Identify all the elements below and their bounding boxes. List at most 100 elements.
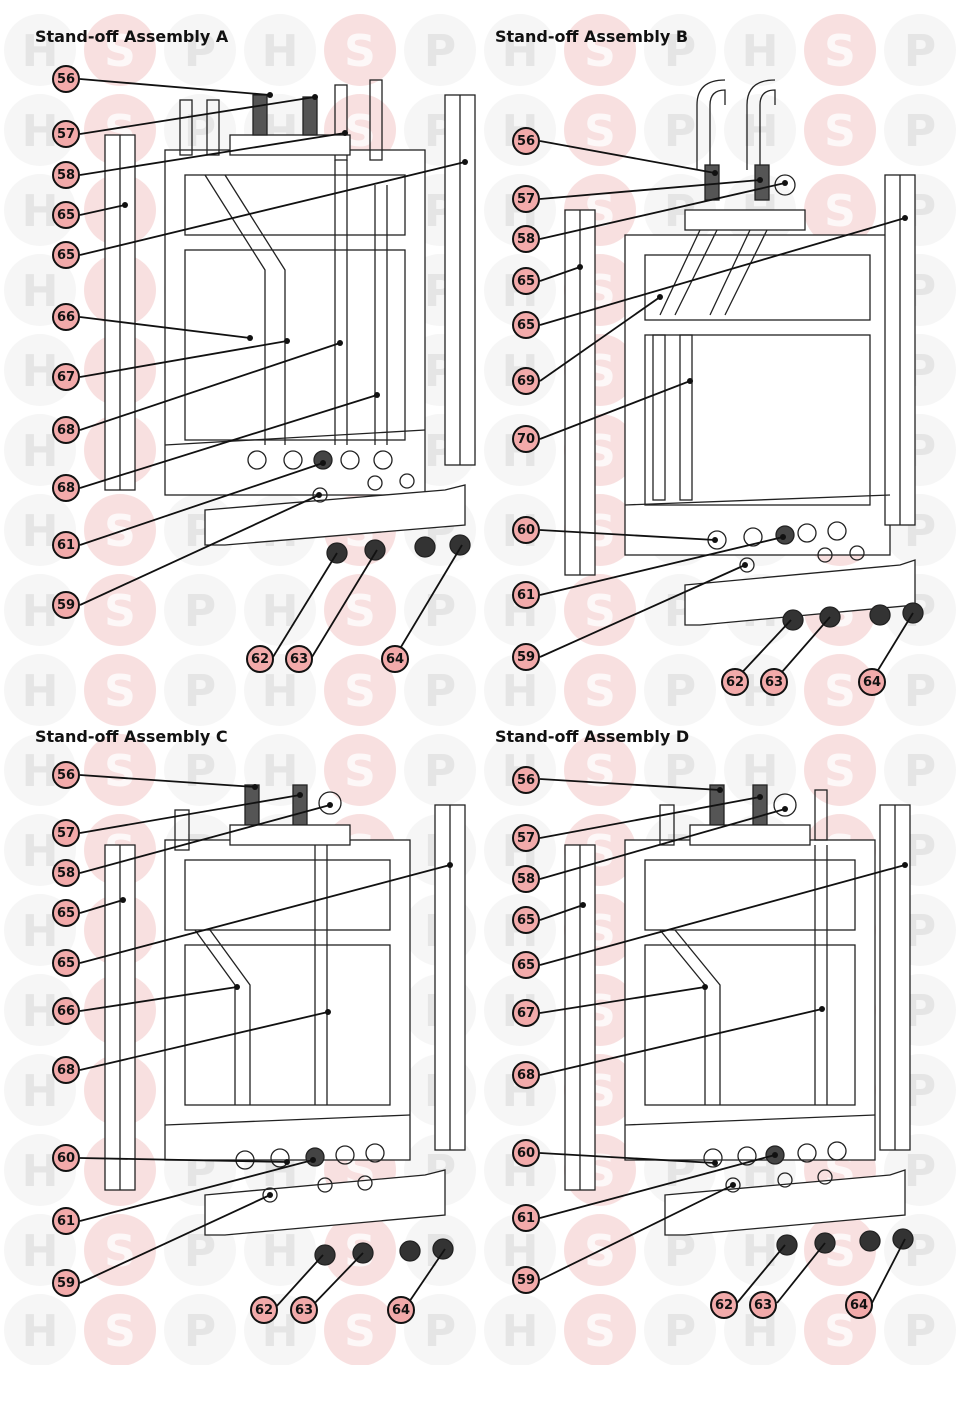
callout: 69 (512, 367, 540, 395)
callout: 68 (52, 474, 80, 502)
watermark-mark: P (404, 14, 476, 86)
svg-text:H: H (22, 666, 59, 717)
watermark-mark: S (564, 1214, 636, 1286)
panel-assembly-b: Stand-off Assembly B (485, 25, 945, 705)
svg-text:P: P (904, 746, 936, 797)
svg-text:P: P (184, 666, 216, 717)
svg-text:P: P (904, 106, 936, 157)
svg-text:P: P (664, 666, 696, 717)
callout: 57 (512, 824, 540, 852)
svg-text:H: H (22, 1306, 59, 1357)
svg-text:H: H (262, 1226, 299, 1277)
watermark-mark: S (804, 174, 876, 246)
svg-text:P: P (184, 26, 216, 77)
svg-text:H: H (742, 26, 779, 77)
watermark-mark: S (324, 654, 396, 726)
panel-assembly-d: Stand-off Assembly D (485, 725, 945, 1405)
svg-text:S: S (584, 1226, 616, 1277)
watermark-mark: P (164, 1294, 236, 1365)
svg-text:S: S (344, 666, 376, 717)
watermark-mark: S (804, 94, 876, 166)
callout: 59 (52, 1269, 80, 1297)
callout: 62 (721, 668, 749, 696)
svg-text:H: H (262, 26, 299, 77)
watermark-mark: S (324, 574, 396, 646)
callout: 68 (52, 416, 80, 444)
watermark-mark: H (484, 14, 556, 86)
callout: 58 (512, 225, 540, 253)
svg-text:S: S (104, 746, 136, 797)
callout: 64 (387, 1296, 415, 1324)
svg-text:P: P (424, 1306, 456, 1357)
svg-text:P: P (184, 746, 216, 797)
watermark-mark: S (84, 574, 156, 646)
watermark-mark: P (164, 654, 236, 726)
svg-text:H: H (22, 586, 59, 637)
callout: 68 (512, 1061, 540, 1089)
exploded-diagram (539, 79, 924, 681)
svg-text:S: S (584, 26, 616, 77)
svg-text:P: P (424, 666, 456, 717)
callout: 66 (52, 997, 80, 1025)
watermark-mark: P (884, 654, 956, 726)
watermark-mark: S (804, 654, 876, 726)
callout: 56 (52, 65, 80, 93)
watermark-mark: S (84, 734, 156, 806)
svg-text:S: S (584, 106, 616, 157)
watermark-mark: H (724, 1214, 796, 1286)
svg-text:P: P (424, 26, 456, 77)
watermark-mark: H (4, 654, 76, 726)
svg-text:S: S (104, 26, 136, 77)
svg-text:S: S (104, 586, 136, 637)
watermark-mark: P (404, 654, 476, 726)
callout: 58 (52, 161, 80, 189)
svg-text:S: S (824, 746, 856, 797)
svg-text:S: S (584, 666, 616, 717)
callout: 59 (512, 1266, 540, 1294)
callout: 57 (512, 185, 540, 213)
watermark-mark: H (724, 14, 796, 86)
svg-text:S: S (824, 666, 856, 717)
callout: 62 (710, 1291, 738, 1319)
svg-text:P: P (424, 586, 456, 637)
watermark-mark: S (84, 1214, 156, 1286)
watermark-mark: P (164, 734, 236, 806)
watermark-mark: P (884, 14, 956, 86)
callout: 60 (512, 516, 540, 544)
svg-text:P: P (664, 106, 696, 157)
watermark-mark: P (164, 574, 236, 646)
callout: 59 (512, 643, 540, 671)
callout: 60 (512, 1139, 540, 1167)
callout: 63 (290, 1296, 318, 1324)
watermark-mark: S (564, 654, 636, 726)
svg-text:S: S (824, 26, 856, 77)
exploded-diagram (539, 778, 914, 1304)
watermark-mark: S (564, 1294, 636, 1365)
watermark-mark: H (4, 14, 76, 86)
callout: 65 (52, 241, 80, 269)
svg-text:S: S (344, 746, 376, 797)
callout: 70 (512, 425, 540, 453)
callout: 65 (52, 949, 80, 977)
svg-text:P: P (904, 1306, 936, 1357)
svg-text:H: H (262, 746, 299, 797)
callout: 65 (52, 899, 80, 927)
svg-text:P: P (664, 1306, 696, 1357)
watermark-mark: S (804, 14, 876, 86)
callout: 61 (512, 1204, 540, 1232)
watermark-mark: H (484, 654, 556, 726)
callout: 63 (749, 1291, 777, 1319)
callout: 56 (52, 761, 80, 789)
watermark-mark: S (324, 1294, 396, 1365)
watermark-mark: S (84, 494, 156, 566)
svg-text:S: S (584, 1306, 616, 1357)
svg-text:S: S (344, 1306, 376, 1357)
watermark-mark: P (884, 734, 956, 806)
svg-text:S: S (104, 1306, 136, 1357)
panel-title: Stand-off Assembly B (495, 27, 689, 46)
watermark-mark: P (884, 1294, 956, 1365)
panel-assembly-c: Stand-off Assembly C (25, 725, 485, 1405)
callout: 57 (52, 120, 80, 148)
callout: 65 (52, 201, 80, 229)
watermark-mark: S (564, 574, 636, 646)
